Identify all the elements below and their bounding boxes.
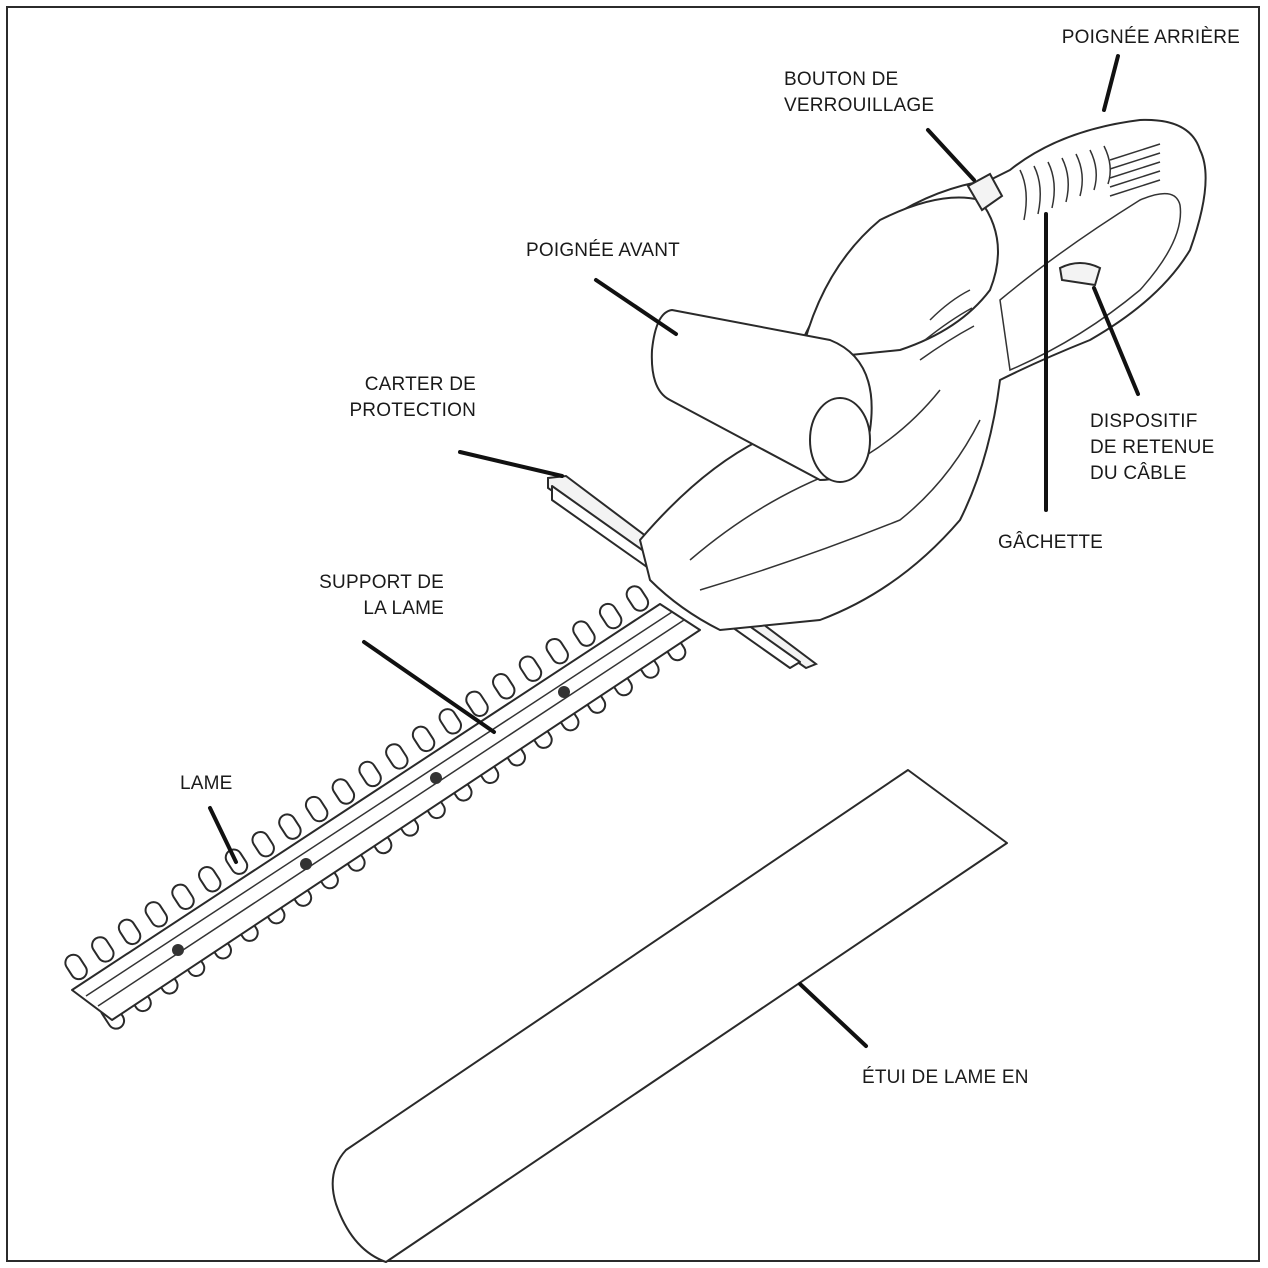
blade-rivet [558, 686, 570, 698]
label-etui-lame: ÉTUI DE LAME EN [862, 1065, 1029, 1091]
blade-bar-ridge [86, 612, 672, 996]
blade-tooth-upper [383, 741, 411, 772]
leader-support [364, 642, 494, 732]
blade-tooth-upper [517, 653, 545, 684]
blade-bar-ridge-2 [98, 620, 684, 1006]
label-poignee-arriere: POIGNÉE ARRIÈRE [1000, 25, 1240, 51]
label-support-lame: SUPPORT DE LA LAME [270, 570, 444, 622]
blade-tooth-upper [169, 882, 197, 913]
blade-tooth-upper [570, 618, 598, 649]
blade-tooth-upper [249, 829, 277, 860]
leader-lame [210, 808, 236, 862]
blade-rivet [172, 944, 184, 956]
blade-tooth-upper [543, 636, 571, 667]
leader-etui [800, 984, 866, 1046]
blade-rivet [430, 772, 442, 784]
blade-tooth-upper [356, 759, 384, 790]
blade-tooth-upper [89, 934, 117, 965]
blade-tooth-upper [597, 601, 625, 632]
blade-tooth-upper [303, 794, 331, 825]
label-gachette: GÂCHETTE [998, 530, 1103, 556]
label-dispositif-retenue: DISPOSITIF DE RETENUE DU CÂBLE [1090, 409, 1214, 487]
blade-tooth-upper [116, 917, 144, 948]
label-bouton-verrouillage: BOUTON DE VERROUILLAGE [784, 67, 934, 119]
label-lame: LAME [180, 771, 233, 797]
blade-bar [72, 604, 700, 1020]
label-poignee-avant: POIGNÉE AVANT [526, 238, 680, 264]
blade-sheath-shape [333, 770, 1007, 1262]
blade-tooth-upper [196, 864, 224, 895]
label-carter-protection: CARTER DE PROTECTION [300, 372, 476, 424]
blade-tooth-upper [276, 811, 304, 842]
leader-poignee-avant [596, 280, 676, 334]
blade-tooth-upper [62, 952, 90, 983]
blade-tooth-upper [624, 583, 652, 614]
blade-rivet [300, 858, 312, 870]
leader-carter [460, 452, 562, 476]
blade-tooth-upper [490, 671, 518, 702]
blade-tooth-upper [142, 899, 170, 930]
leader-poignee-arriere [1104, 56, 1118, 110]
leader-bouton-verrouillage [928, 130, 974, 180]
blade-tooth-upper [410, 724, 438, 755]
front-handle-end [810, 398, 870, 482]
blade-tooth-upper [330, 776, 358, 807]
